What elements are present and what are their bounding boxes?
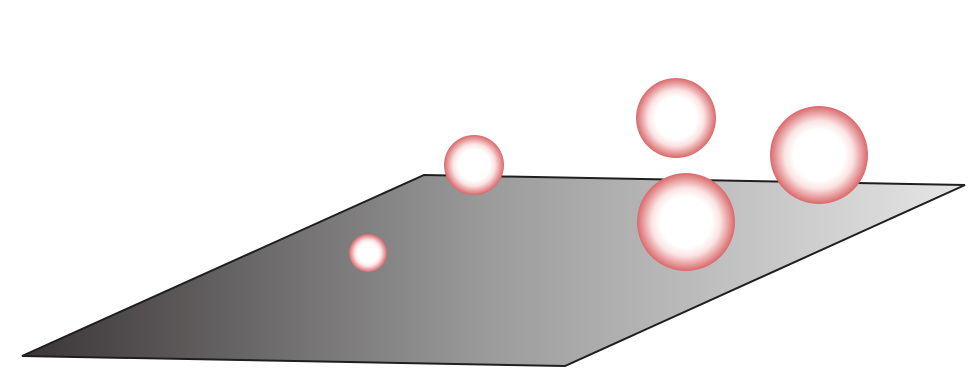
sphere-medium-left: [444, 135, 504, 195]
sphere-top: [636, 78, 716, 158]
sphere-small: [349, 234, 387, 272]
sphere-large-right: [770, 106, 868, 204]
sphere-large-center: [637, 173, 735, 271]
